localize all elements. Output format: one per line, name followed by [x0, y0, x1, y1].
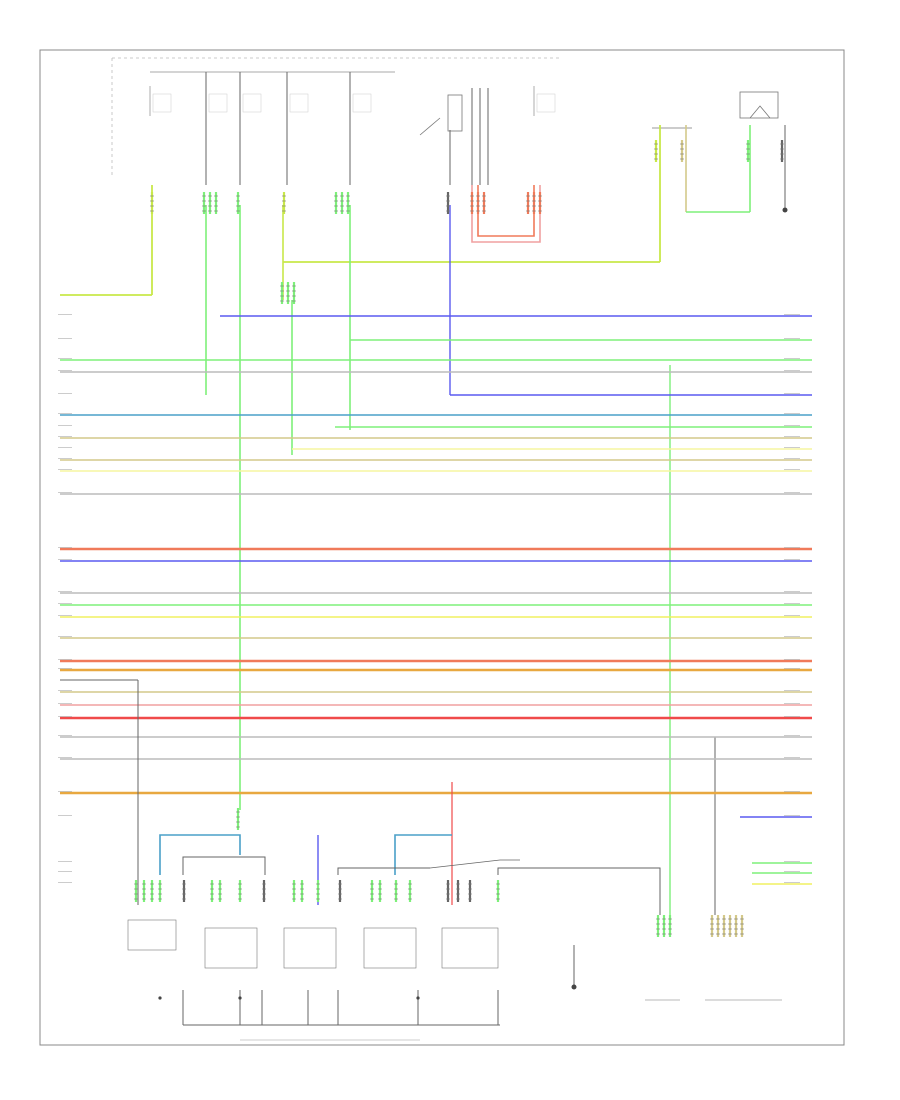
connector-k [746, 140, 750, 162]
ground-group [158, 945, 577, 1000]
fuse-label-box [152, 93, 172, 113]
bracket-1 [182, 856, 266, 875]
connector-p [710, 915, 744, 937]
bracket-3 [497, 867, 661, 915]
fuse [533, 86, 556, 116]
module-pin [300, 880, 304, 902]
diagram-frame [39, 49, 845, 1046]
fuse [239, 86, 262, 116]
teal-loop-right [394, 834, 452, 875]
module-pin [218, 880, 222, 902]
sensor-symbol [749, 105, 771, 119]
relay-switch [419, 117, 441, 136]
label-group [240, 999, 782, 1041]
module-pin [158, 880, 162, 902]
connector-d [282, 192, 286, 214]
fuse [149, 86, 172, 116]
connector-l [780, 140, 784, 162]
module-pin [394, 880, 398, 902]
module-pin [468, 880, 472, 902]
module-pin [370, 880, 374, 902]
module-pin [316, 880, 320, 902]
module-pin [446, 880, 450, 902]
connector-j [680, 140, 684, 162]
fuse [349, 86, 372, 116]
wire-pink-loop [471, 185, 541, 243]
bracket-2 [337, 867, 430, 875]
connector-b [202, 192, 218, 214]
fuse-group [149, 86, 556, 116]
connector-i [654, 140, 658, 162]
fuse-label-box [242, 93, 262, 113]
fuse-label-box [536, 93, 556, 113]
connector-a [150, 192, 154, 214]
connector-e [334, 192, 350, 214]
module-pin [238, 880, 242, 902]
ground-mark [416, 996, 420, 1000]
module-pin [408, 880, 412, 902]
module-pin [292, 880, 296, 902]
module-pin [182, 880, 186, 902]
module-pin [378, 880, 382, 902]
module-pin [142, 880, 146, 902]
module-box [204, 927, 258, 969]
module-box [127, 919, 177, 951]
module-pin [262, 880, 266, 902]
module-pin [496, 880, 500, 902]
module-pin [134, 880, 138, 902]
top-components [419, 91, 788, 213]
ground-dot [571, 984, 577, 990]
connector-f [446, 192, 450, 214]
connector-c [236, 192, 240, 214]
fuse [286, 86, 309, 116]
module-pin [456, 880, 460, 902]
connector-m [280, 282, 296, 304]
fuse-label-box [289, 93, 309, 113]
fuse-label-box [352, 93, 372, 113]
ground-dot-top [782, 207, 788, 213]
module-box [363, 927, 417, 969]
fuse-label-box [208, 93, 228, 113]
module-pin [210, 880, 214, 902]
connector-n [236, 808, 240, 830]
horizontal-wire-runs [58, 314, 812, 905]
module-box [441, 927, 499, 969]
top-power-bus [111, 57, 560, 178]
connector-g [470, 192, 486, 214]
wire-salmon-loop [477, 185, 535, 237]
pointer-line [429, 859, 520, 869]
fuse [205, 86, 228, 116]
teal-loop-left [159, 834, 241, 875]
sensor-box [739, 91, 779, 119]
relay-box [447, 94, 463, 132]
connector-h [526, 192, 542, 214]
module-pin [338, 880, 342, 902]
bottom-modules [127, 834, 661, 1026]
module-box [283, 927, 337, 969]
ground-mark [158, 996, 162, 1000]
ground-mark [238, 996, 242, 1000]
connector-group [150, 140, 784, 937]
module-pin [150, 880, 154, 902]
connector-o [656, 915, 672, 937]
